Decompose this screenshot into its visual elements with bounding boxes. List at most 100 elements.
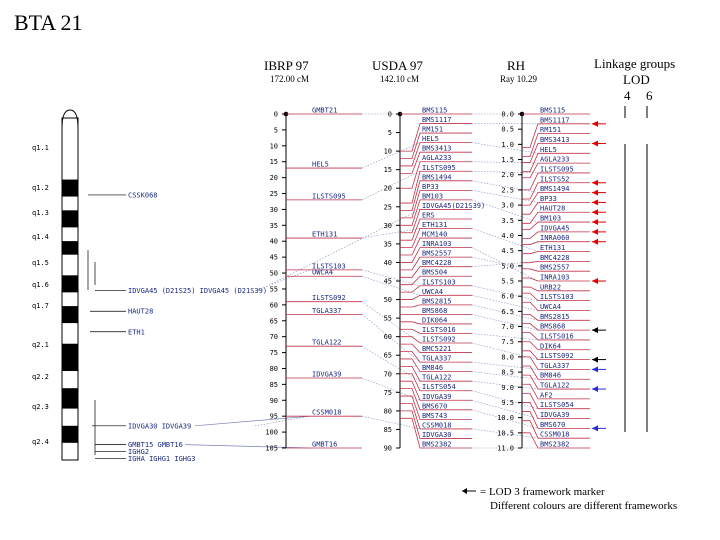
map-tick-label: 10.5 [497, 429, 514, 437]
ibrp-map-title: IBRP 97 [264, 58, 309, 73]
ideogram-connection-line [194, 415, 311, 427]
map-marker-label: TGLA337 [540, 362, 570, 370]
map-marker-connector [400, 123, 472, 152]
map-marker-label: ILSTS095 [540, 165, 574, 173]
map-marker-label: CSSM018 [422, 421, 452, 429]
ideogram-band-label: q1.7 [32, 302, 49, 310]
ideogram-band-segment [62, 179, 78, 197]
map-marker-label: BMS2815 [540, 313, 570, 321]
ideogram-band-segment [62, 210, 78, 228]
map-marker-label: UWCA4 [422, 288, 443, 296]
framework-arrow-icon [592, 228, 598, 235]
lod-label: LOD [623, 72, 650, 87]
map-connection-dotted-line [471, 199, 539, 223]
map-marker-connector [400, 328, 472, 334]
map-tick-label: 4.5 [501, 247, 514, 255]
map-connection-dotted-line [471, 295, 539, 311]
map-marker-label: BMS1494 [422, 173, 452, 181]
map-marker-connector [400, 365, 472, 382]
map-marker-connector [400, 336, 472, 344]
map-marker-connector [400, 380, 472, 401]
map-marker-connector [400, 237, 472, 256]
map-marker-label: IDVGA39 [540, 411, 570, 419]
map-tick-label: 60 [384, 333, 392, 341]
map-tick-label: 10 [384, 148, 392, 156]
map-marker-connector [522, 383, 590, 400]
map-marker-label: BMS2557 [540, 264, 570, 272]
map-tick-label: 8.5 [501, 369, 514, 377]
map-tick-label: 35 [384, 240, 392, 248]
ideogram-band-label: q1.4 [32, 233, 49, 241]
framework-arrow-icon [592, 199, 598, 206]
ideogram-band-segment [62, 254, 78, 276]
map-marker-connector [522, 356, 590, 370]
map-tick-label: 75 [270, 349, 278, 357]
ideogram-tip [61, 109, 79, 129]
map-tick-label: 15 [270, 158, 278, 166]
map-marker-connector [522, 392, 590, 410]
ibrp-map-length: 172.00 cM [270, 74, 309, 84]
ideogram-connection-line [257, 209, 421, 291]
map-connection-dotted-line [471, 399, 539, 419]
framework-arrow-icon [592, 120, 598, 127]
map-marker-label: BM103 [422, 192, 443, 200]
map-connection-dotted-line [471, 190, 539, 203]
map-marker-connector [400, 256, 472, 271]
ideogram-connection-line [254, 415, 311, 427]
framework-arrow-icon [592, 425, 598, 432]
map-tick-label: 100 [265, 429, 278, 437]
map-marker-label: RM151 [422, 126, 443, 134]
map-marker-label: TGLA337 [312, 307, 342, 315]
map-marker-connector [522, 182, 590, 200]
ideogram-band-label: q1.6 [32, 281, 49, 289]
framework-arrow-icon [592, 219, 598, 226]
map-marker-label: BMS504 [422, 269, 447, 277]
rh-map: 0.00.51.01.52.02.53.03.54.04.55.05.56.06… [497, 107, 606, 453]
map-marker-label: INRA103 [422, 240, 452, 248]
map-marker-label: BMS3413 [422, 145, 452, 153]
map-marker-connector [400, 170, 472, 204]
map-tick-label: 15 [384, 166, 392, 174]
map-marker-label: DIK064 [422, 316, 447, 324]
map-marker-connector [522, 152, 590, 173]
map-marker-connector [400, 228, 472, 249]
map-marker-connector [522, 133, 590, 157]
map-marker-connector [400, 343, 472, 353]
ideogram-band-segment [62, 442, 78, 460]
ideogram-marker-label: IDVGA45 (D21S25) IDVGA45 (D21S39) [128, 287, 267, 295]
map-connection-dotted-line [471, 314, 539, 331]
ideogram-band-segment [62, 425, 78, 443]
map-marker-connector [400, 151, 472, 174]
map-marker-label: URB22 [540, 283, 561, 291]
map-marker-label: UWCA4 [540, 303, 561, 311]
map-tick-label: 75 [384, 389, 392, 397]
map-tick-label: 2.5 [501, 186, 514, 194]
map-marker-connector [400, 275, 472, 286]
ideogram-connection-line [254, 269, 311, 291]
map-marker-connector [522, 402, 590, 419]
map-marker-connector [400, 247, 472, 263]
map-marker-label: BMS2815 [422, 297, 452, 305]
framework-arrow-icon [592, 209, 598, 216]
map-marker-label: BMS670 [422, 402, 447, 410]
map-marker-label: ILSTS016 [422, 326, 456, 334]
map-marker-label: BMS115 [540, 107, 565, 115]
map-connection-dotted-line [471, 342, 539, 360]
map-connection-dotted-line [471, 380, 539, 390]
map-tick-label: 90 [270, 397, 278, 405]
map-marker-connector [400, 180, 472, 211]
map-marker-connector [400, 161, 472, 189]
map-tick-label: 50 [384, 296, 392, 304]
map-marker-label: MCM140 [422, 231, 447, 239]
map-marker-label: ILSTS095 [312, 192, 346, 200]
map-tick-label: 50 [270, 270, 278, 278]
map-connection-dotted-line [361, 314, 421, 363]
ideogram-band-label: q1.5 [32, 259, 49, 267]
map-tick-label: 8.0 [501, 353, 514, 361]
ideogram-band-segment [62, 275, 78, 293]
map-marker-label: BP33 [422, 183, 439, 191]
map-marker-connector [522, 365, 590, 380]
map-tick-label: 7.5 [501, 338, 514, 346]
map-tick-label: 1.0 [501, 141, 514, 149]
